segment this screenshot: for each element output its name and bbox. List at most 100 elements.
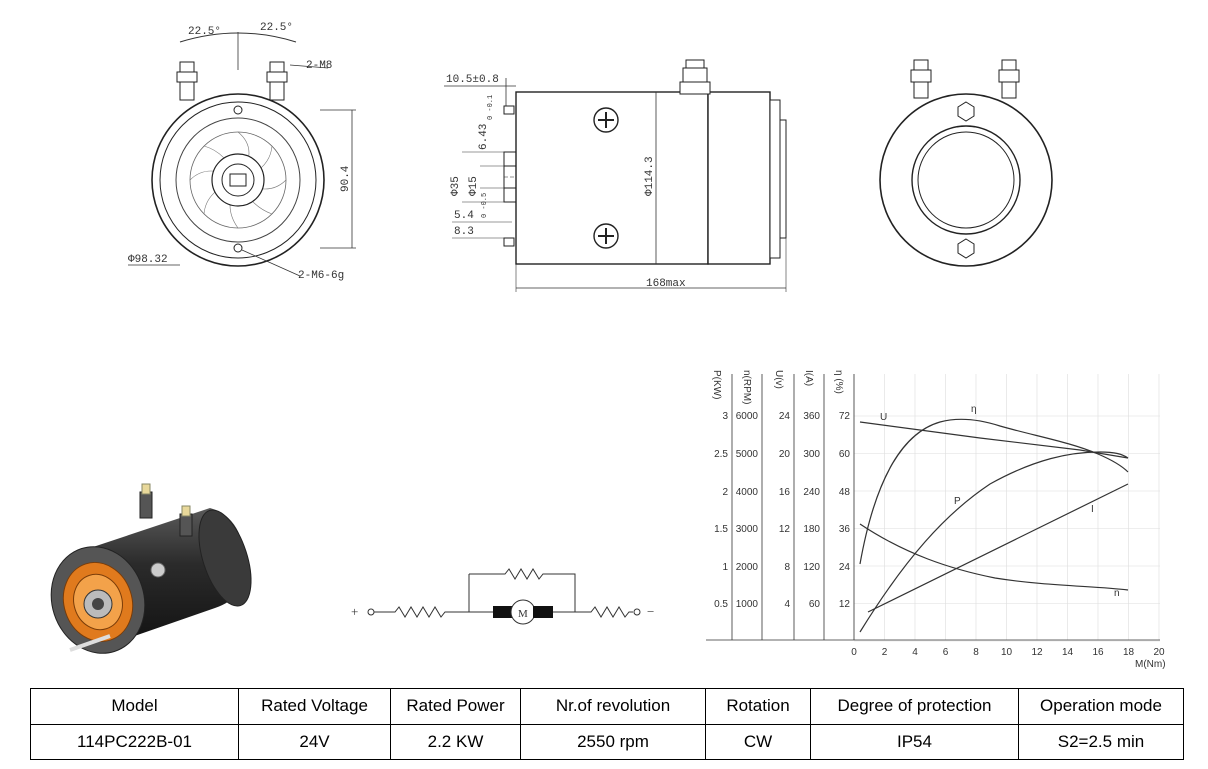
key-tol-label: 0 -0.1 — [487, 95, 495, 120]
x-tick: 0 — [851, 647, 857, 658]
curve-label-u: U — [880, 412, 887, 423]
eff-tick: 60 — [839, 449, 851, 460]
current-curve — [867, 483, 1129, 613]
voltage-curve — [859, 421, 1129, 459]
x-axis-label: M(Nm) — [1135, 659, 1166, 670]
motor-symbol-label: M — [518, 608, 528, 620]
dia35-label: Φ35 — [450, 176, 462, 196]
motor-brush-left — [493, 606, 513, 618]
front-diameter-label: Φ98.32 — [128, 254, 168, 266]
front-view-drawing: 22.5° 22.5° 2-M8 90.4 Φ98.32 2-M6-6g — [128, 22, 356, 282]
i-tick: 360 — [803, 411, 820, 422]
cell-rotation: CW — [705, 723, 811, 760]
rpm-tick: 5000 — [736, 449, 759, 460]
header-rated-voltage: Rated Voltage — [238, 688, 391, 725]
u-tick: 4 — [784, 599, 790, 610]
u-tick: 16 — [779, 487, 791, 498]
axis-title-efficiency: η (%) — [833, 370, 844, 394]
screw-top — [593, 107, 619, 133]
x-tick: 10 — [1001, 647, 1013, 658]
rpm-tick: 1000 — [736, 599, 759, 610]
header-protection: Degree of protection — [810, 688, 1019, 725]
rpm-tick: 2000 — [736, 562, 759, 573]
i-tick: 180 — [803, 524, 820, 535]
p-tick: 3 — [722, 411, 728, 422]
u-tick: 24 — [779, 411, 791, 422]
circuit-schematic: + M − — [351, 568, 654, 625]
p-tick: 1 — [722, 562, 728, 573]
motor-brush-right — [533, 606, 553, 618]
p-tick: 0.5 — [714, 599, 728, 610]
curve-label-i: I — [1091, 504, 1094, 515]
side-view-drawing: 10.5±0.8 6.43 0 -0.1 Φ35 Φ15 5.4 0 -0.5 … — [444, 59, 787, 292]
i-tick: 120 — [803, 562, 820, 573]
rear-terminal-right — [998, 59, 1020, 99]
cell-protection: IP54 — [810, 723, 1019, 760]
thread-bottom-label: 2-M6-6g — [298, 270, 344, 282]
dia15-label: Φ15 — [468, 176, 480, 196]
height-label: 90.4 — [340, 165, 352, 192]
shaft-length-label: 10.5±0.8 — [446, 74, 499, 86]
key-dim-label: 6.43 — [478, 124, 490, 150]
header-rated-power: Rated Power — [390, 688, 521, 725]
eff-tick: 12 — [839, 599, 851, 610]
x-tick: 12 — [1031, 647, 1043, 658]
plus-terminal-label: + — [351, 604, 358, 619]
length-label: 168max — [646, 278, 686, 290]
x-tick: 14 — [1062, 647, 1074, 658]
eff-tick: 24 — [839, 562, 851, 573]
x-tick: 6 — [943, 647, 949, 658]
eff-tick: 36 — [839, 524, 851, 535]
axis-title-current: I(A) — [803, 370, 814, 386]
motor-render-image — [50, 483, 252, 654]
rpm-tick: 3000 — [736, 524, 759, 535]
angle-right-label: 22.5° — [260, 22, 293, 34]
eff-tick: 48 — [839, 487, 851, 498]
speed-curve — [859, 523, 1129, 591]
axis-title-power: P(KW) — [711, 370, 722, 399]
terminal-right — [266, 61, 288, 101]
x-tick: 8 — [973, 647, 979, 658]
screw-bottom — [593, 223, 619, 249]
terminal-left — [176, 61, 198, 101]
p-tick: 2 — [722, 487, 728, 498]
axis-title-voltage: U(v) — [773, 370, 784, 389]
header-revolution: Nr.of revolution — [520, 688, 706, 725]
curve-label-eta: η — [971, 404, 977, 415]
u-tick: 12 — [779, 524, 791, 535]
u-tick: 20 — [779, 449, 791, 460]
eff-tick: 72 — [839, 411, 851, 422]
cell-revolution: 2550 rpm — [520, 723, 706, 760]
dim83-label: 8.3 — [454, 226, 474, 238]
x-tick: 18 — [1123, 647, 1135, 658]
dim54-tol-label: 0 -0.5 — [481, 193, 489, 218]
p-tick: 2.5 — [714, 449, 728, 460]
efficiency-curve — [859, 418, 1129, 565]
cell-model: 114PC222B-01 — [30, 723, 239, 760]
cell-rated-power: 2.2 KW — [390, 723, 521, 760]
i-tick: 60 — [809, 599, 821, 610]
axis-title-rpm: n(RPM) — [741, 370, 752, 404]
header-operation-mode: Operation mode — [1018, 688, 1184, 725]
power-curve — [859, 451, 1129, 633]
chart-grid — [853, 374, 1160, 642]
rpm-tick: 6000 — [736, 411, 759, 422]
x-tick: 16 — [1092, 647, 1104, 658]
table-header-row: Model Rated Voltage Rated Power Nr.of re… — [30, 688, 1184, 725]
x-tick: 20 — [1153, 647, 1165, 658]
rear-terminal-left — [910, 59, 932, 99]
rear-view-drawing — [879, 59, 1053, 267]
dim54-label: 5.4 — [454, 210, 474, 222]
header-rotation: Rotation — [705, 688, 811, 725]
curve-label-p: P — [954, 496, 961, 507]
header-model: Model — [30, 688, 239, 725]
angle-left-label: 22.5° — [188, 26, 221, 38]
table-row: 114PC222B-01 24V 2.2 KW 2550 rpm CW IP54… — [30, 723, 1184, 760]
minus-terminal-label: − — [647, 604, 654, 619]
performance-curve-chart: P(KW) n(RPM) U(v) I(A) η (%) 3 2.5 2 1.5… — [706, 370, 1166, 670]
rpm-tick: 4000 — [736, 487, 759, 498]
x-tick: 4 — [912, 647, 918, 658]
cell-operation-mode: S2=2.5 min — [1018, 723, 1184, 760]
body-diameter-label: Φ114.3 — [644, 156, 656, 196]
specification-table: Model Rated Voltage Rated Power Nr.of re… — [30, 688, 1184, 760]
